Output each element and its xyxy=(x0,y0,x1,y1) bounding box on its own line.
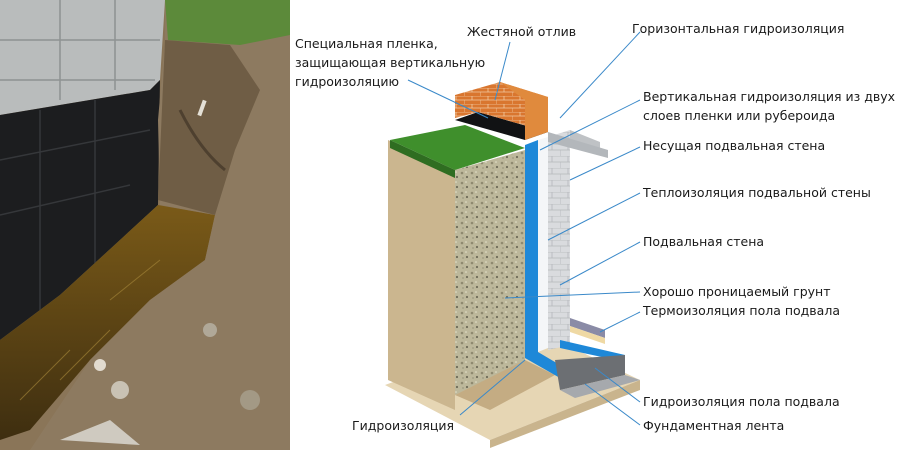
label-drip: Жестяной отлив xyxy=(467,24,576,39)
pointer-lines xyxy=(407,31,641,426)
label-permeable-soil: Хорошо проницаемый грунт xyxy=(643,284,831,299)
wall-insulation xyxy=(538,137,548,352)
label-bearing-wall: Несущая подвальная стена xyxy=(643,138,825,153)
foundation-section xyxy=(385,82,640,448)
label-horizontal-waterproofing: Горизонтальная гидроизоляция xyxy=(632,21,844,36)
label-basement-wall: Подвальная стена xyxy=(643,234,764,249)
soil-block xyxy=(388,140,455,410)
label-floor-waterproofing: Гидроизоляция пола подвала xyxy=(643,394,840,409)
label-film-vertical-3: гидроизоляцию xyxy=(295,74,399,89)
grass xyxy=(390,125,525,170)
permeable-soil xyxy=(455,150,525,395)
label-floor-insulation: Термоизоляция пола подвала xyxy=(642,303,840,318)
label-wall-insulation: Теплоизоляция подвальной стены xyxy=(642,185,871,200)
floor-insulation xyxy=(570,318,605,338)
label-film-vertical-1: Специальная пленка, xyxy=(295,36,438,51)
label-vertical-waterproofing-2: слоев пленки или рубероида xyxy=(643,108,835,123)
vertical-waterproofing xyxy=(525,140,560,378)
footing-strip xyxy=(555,355,625,390)
label-vertical-waterproofing-1: Вертикальная гидроизоляция из двух xyxy=(643,89,895,104)
label-footing: Фундаментная лента xyxy=(643,418,784,433)
label-film-vertical-2: защищающая вертикальную xyxy=(295,55,485,70)
diagram-labels: Специальная пленка, защищающая вертикаль… xyxy=(295,21,895,433)
label-waterproofing: Гидроизоляция xyxy=(352,418,454,433)
trench-photo xyxy=(0,0,290,450)
basement-wall xyxy=(548,130,570,350)
